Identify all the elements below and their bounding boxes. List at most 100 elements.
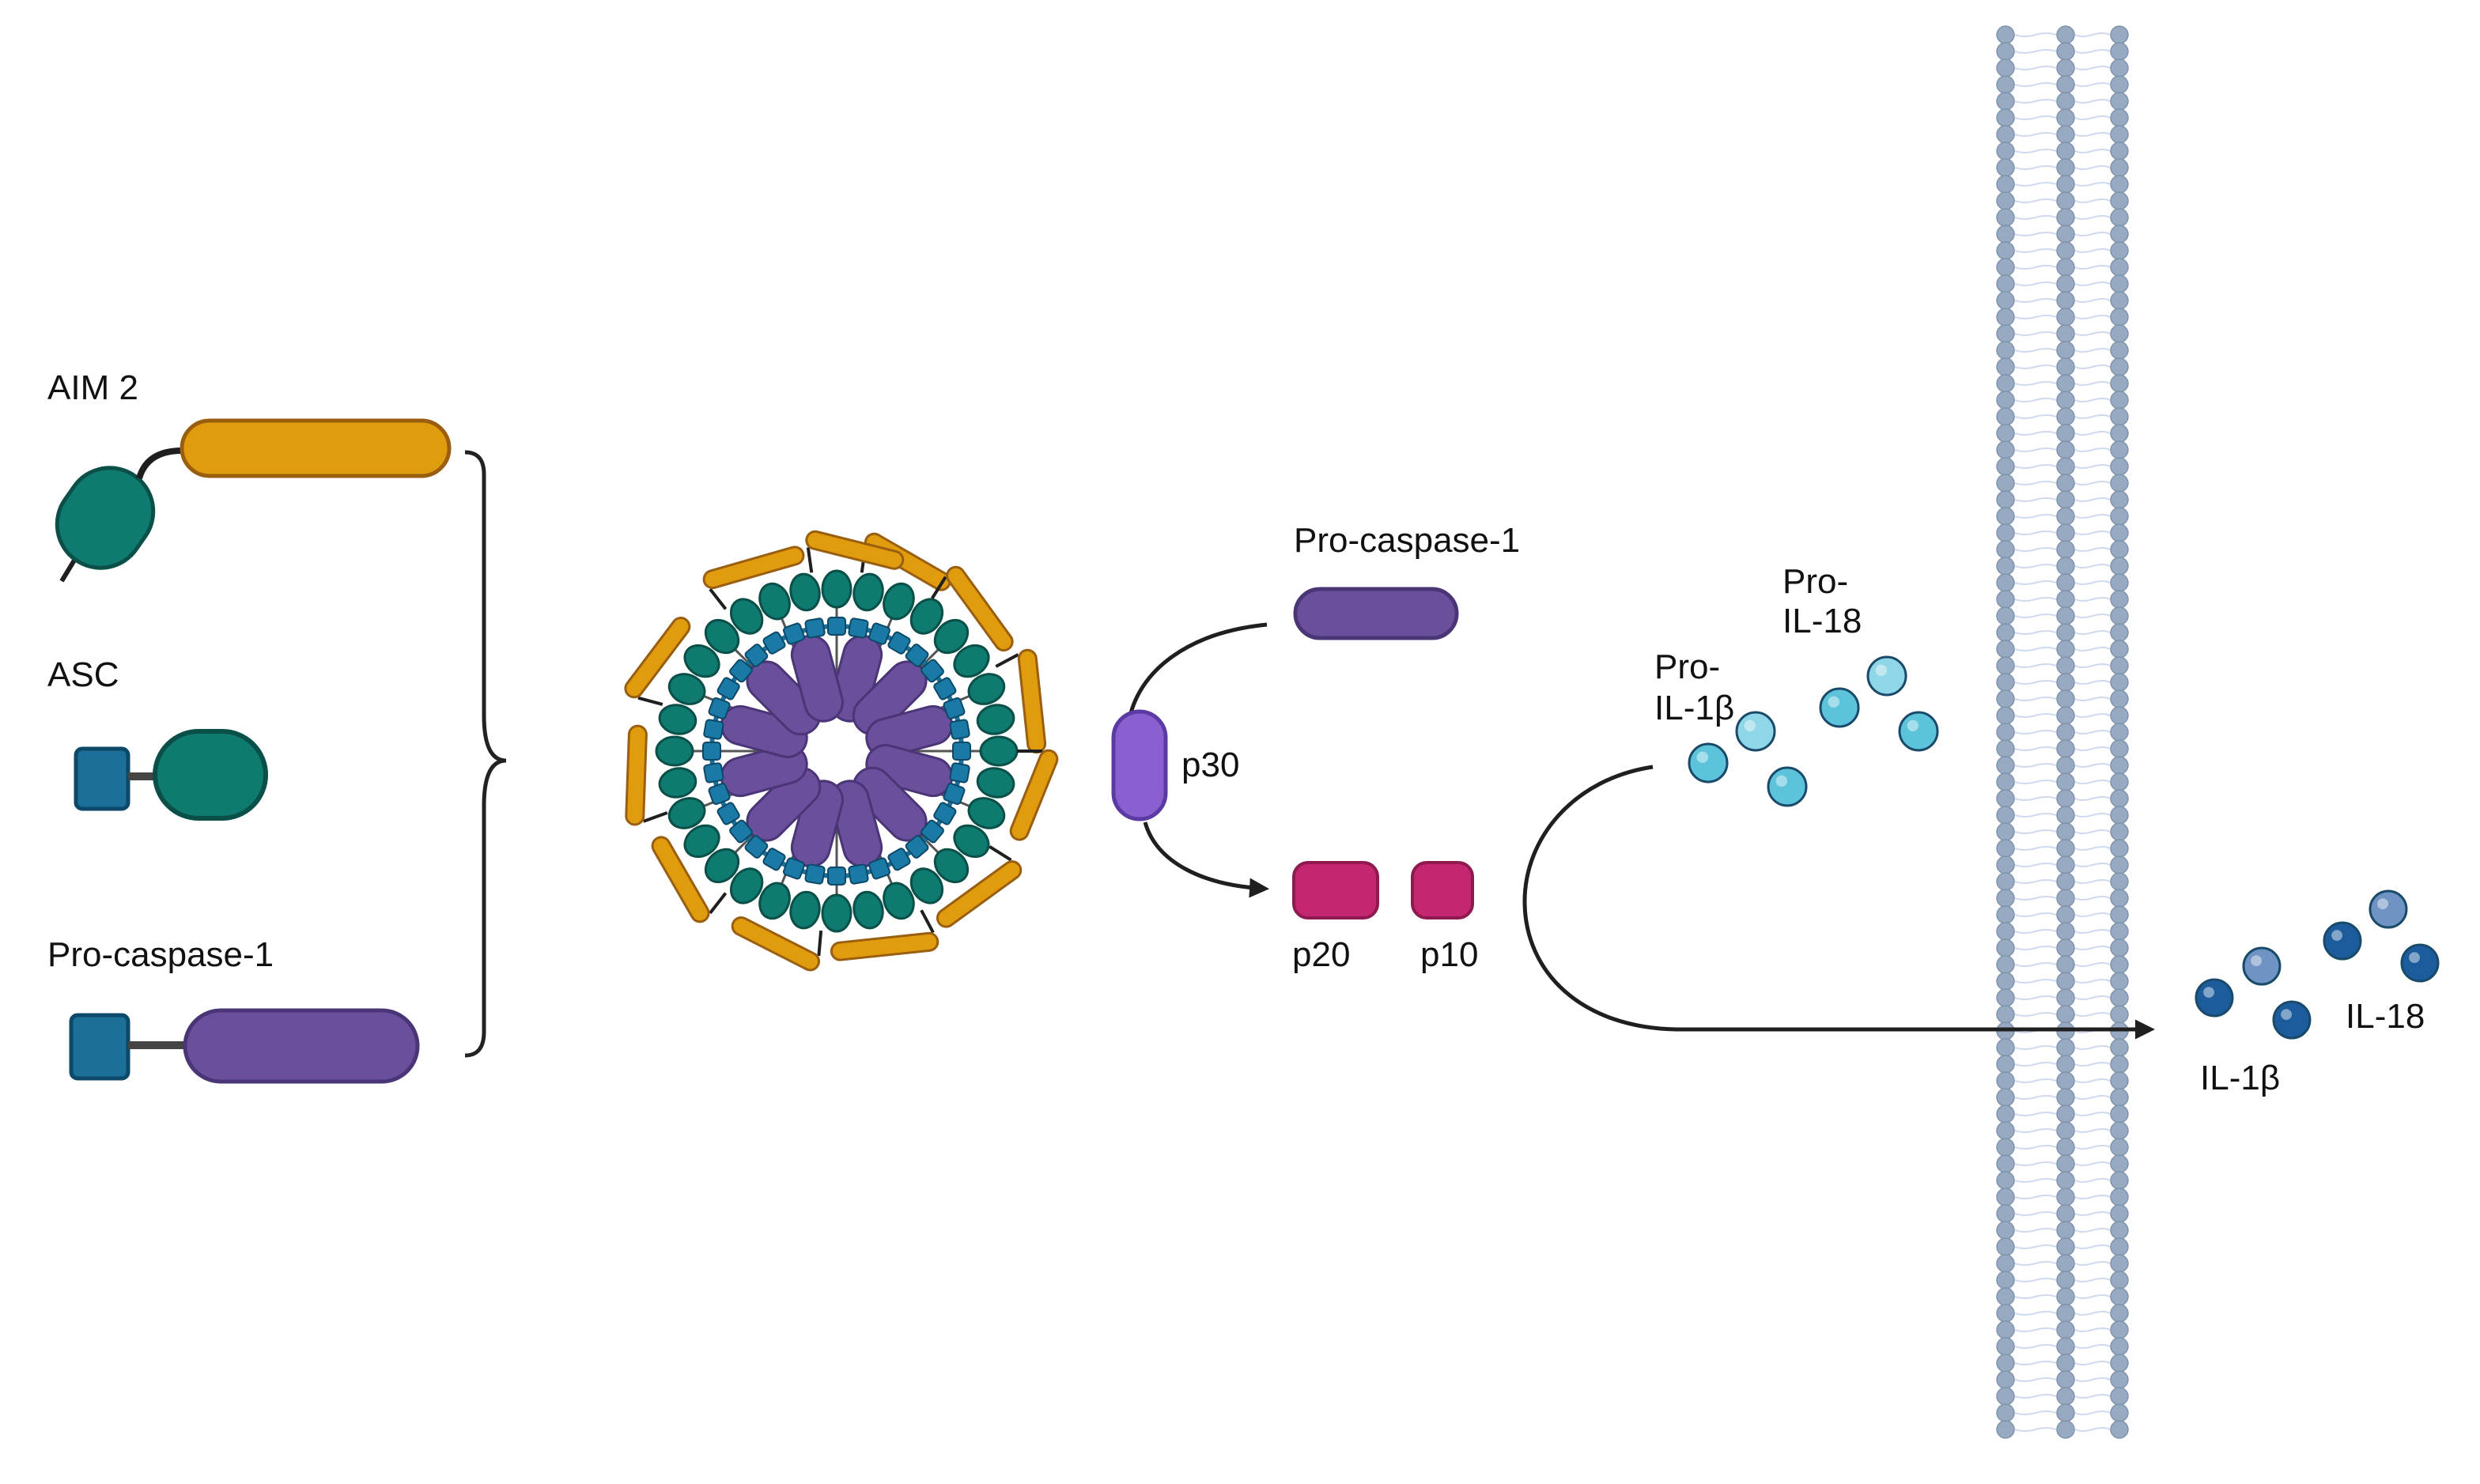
lipid-tail bbox=[2014, 697, 2057, 701]
caspase-core-rod bbox=[746, 766, 822, 842]
card-domain bbox=[933, 802, 957, 825]
lipid-head bbox=[2110, 1254, 2129, 1273]
lipid-head bbox=[1996, 1071, 2015, 1090]
lipid-head bbox=[1996, 1121, 2015, 1140]
lipid-head bbox=[2110, 407, 2129, 426]
lipid-tail bbox=[2014, 1078, 2057, 1083]
lipid-tail bbox=[2074, 381, 2111, 386]
lipid-tail bbox=[2074, 1228, 2111, 1233]
lipid-tail bbox=[2014, 1244, 2057, 1249]
hin-tether bbox=[642, 811, 668, 823]
hin-tether bbox=[709, 587, 728, 610]
lipid-tail bbox=[2014, 564, 2057, 568]
lipid-tail bbox=[2014, 995, 2057, 1000]
lipid-tail bbox=[2074, 248, 2111, 253]
hin-domain bbox=[1009, 749, 1059, 841]
lipid-tail bbox=[2074, 1112, 2111, 1116]
card-domain bbox=[887, 848, 911, 871]
pyrin-domain bbox=[967, 797, 1006, 829]
grouping-brace bbox=[464, 450, 507, 1058]
lipid-head bbox=[1996, 557, 2015, 576]
lipid-tail bbox=[2074, 1427, 2111, 1432]
card-domain bbox=[943, 697, 966, 719]
lipid-head bbox=[2056, 474, 2075, 493]
lipid-tail bbox=[2074, 1261, 2111, 1266]
lipid-head bbox=[2056, 1337, 2075, 1356]
highlight bbox=[1828, 696, 1839, 708]
lipid-head bbox=[2110, 623, 2129, 642]
procaspase-bar bbox=[1293, 587, 1459, 640]
lipid-tail bbox=[2014, 165, 2057, 170]
procaspase-label-legend: Pro-caspase-1 bbox=[47, 935, 274, 974]
procaspase-label-cleavage: Pro-caspase-1 bbox=[1294, 521, 1520, 560]
card-domain bbox=[744, 644, 769, 667]
lipid-tail bbox=[2014, 746, 2057, 751]
lipid-tail bbox=[2014, 730, 2057, 734]
il18-label: IL-18 bbox=[2346, 997, 2425, 1036]
p20-fragment bbox=[1292, 861, 1379, 919]
hin-domain bbox=[651, 836, 710, 923]
lipid-head bbox=[2056, 108, 2075, 127]
lipid-head bbox=[1996, 938, 2015, 957]
lipid-head bbox=[2056, 75, 2075, 94]
lipid-head bbox=[2110, 1154, 2129, 1173]
lipid-head bbox=[1996, 1038, 2015, 1057]
lipid-head bbox=[2110, 357, 2129, 376]
pro-il18-molecule bbox=[1898, 711, 1939, 752]
lipid-tail bbox=[2014, 1211, 2057, 1216]
pro-il1b-label-line2: IL-1β bbox=[1654, 689, 1734, 727]
lipid-head bbox=[2056, 291, 2075, 310]
lipid-head bbox=[2056, 822, 2075, 841]
pyrin-domain bbox=[658, 704, 698, 735]
pyrin-domain bbox=[704, 618, 740, 655]
cleavage-arc-in bbox=[1127, 622, 1268, 720]
lipid-head bbox=[1996, 142, 2015, 160]
lipid-head bbox=[1996, 872, 2015, 891]
pyrin-domain bbox=[976, 767, 1015, 799]
lipid-tail bbox=[2074, 331, 2111, 336]
lipid-head bbox=[2056, 739, 2075, 758]
lipid-tail bbox=[2074, 896, 2111, 901]
lipid-head bbox=[2110, 274, 2129, 293]
lipid-head bbox=[2056, 723, 2075, 742]
lipid-head bbox=[2056, 955, 2075, 974]
pro-il18-label-line2: IL-18 bbox=[1782, 602, 1862, 640]
lipid-tail bbox=[2014, 580, 2057, 585]
hin-tether bbox=[995, 653, 1019, 668]
aim2-inflammasome-complex bbox=[624, 530, 1059, 972]
lipid-head bbox=[2110, 723, 2129, 742]
hin-tether bbox=[920, 909, 935, 934]
lipid-head bbox=[2056, 225, 2075, 244]
lipid-head bbox=[1996, 922, 2015, 941]
lipid-head bbox=[2056, 1221, 2075, 1240]
lipid-tail bbox=[2074, 32, 2111, 37]
lipid-tail bbox=[2074, 115, 2111, 120]
hin-tether bbox=[637, 696, 663, 706]
lipid-head bbox=[1996, 191, 2015, 210]
p10-fragment bbox=[1411, 861, 1474, 919]
lipid-head bbox=[2056, 1138, 2075, 1157]
lipid-head bbox=[1996, 424, 2015, 443]
hin-tether bbox=[989, 845, 1012, 862]
lipid-head bbox=[2110, 1271, 2129, 1290]
lipid-head bbox=[1996, 158, 2015, 177]
lipid-head bbox=[2110, 108, 2129, 127]
lipid-tail bbox=[2074, 1377, 2111, 1382]
lipid-tail bbox=[2074, 132, 2111, 137]
lipid-tail bbox=[2074, 531, 2111, 535]
pro-il1b-molecule bbox=[1735, 711, 1776, 752]
lipid-tail bbox=[2074, 630, 2111, 635]
lipid-head bbox=[2110, 656, 2129, 675]
lipid-head bbox=[2056, 1237, 2075, 1256]
highlight bbox=[2409, 952, 2421, 963]
pyrin-domain bbox=[967, 673, 1006, 705]
lipid-head bbox=[2110, 341, 2129, 360]
lipid-head bbox=[2110, 158, 2129, 177]
lipid-head bbox=[1996, 988, 2015, 1007]
lipid-head bbox=[2110, 872, 2129, 891]
asc-pyrin-domain bbox=[153, 729, 268, 821]
lipid-head bbox=[1996, 341, 2015, 360]
hin-domain bbox=[936, 860, 1023, 928]
il18-molecule bbox=[2400, 943, 2440, 983]
lipid-head bbox=[2056, 656, 2075, 675]
